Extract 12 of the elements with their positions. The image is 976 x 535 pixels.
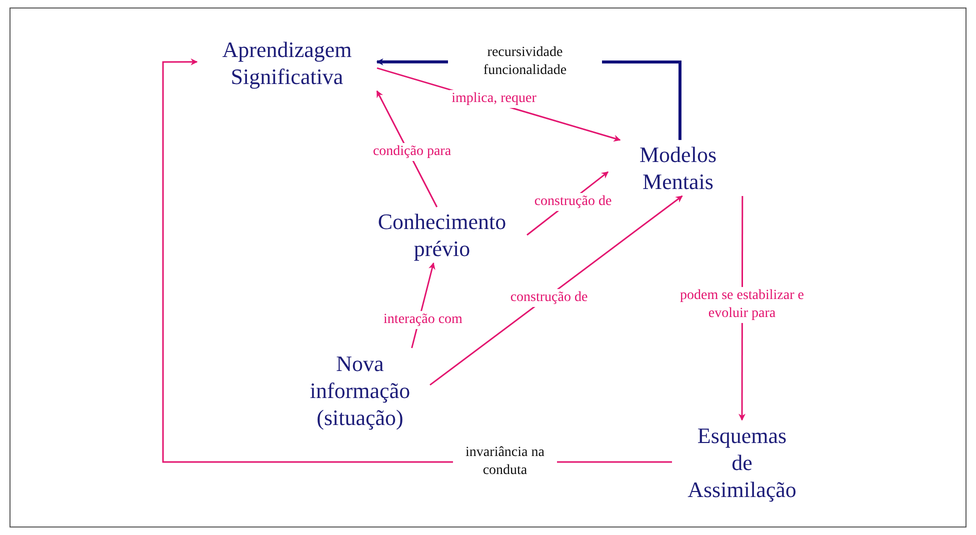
edge-label: condição para xyxy=(370,143,454,161)
edge-label: implica, requer xyxy=(450,90,538,108)
concept-label: Aprendizagem Significativa xyxy=(221,36,353,90)
concept-label: Nova informação (situação) xyxy=(308,350,412,430)
arrow xyxy=(430,195,683,386)
edge-label: construção de xyxy=(532,193,614,211)
concept-label: Esquemas de Assimilação xyxy=(687,422,797,502)
concept-label: Conhecimento prévio xyxy=(376,208,508,262)
edge-label: construção de xyxy=(508,289,590,307)
edge-label: interação com xyxy=(382,311,464,329)
arrow xyxy=(162,58,672,463)
concept-label: Modelos Mentais xyxy=(638,141,718,195)
